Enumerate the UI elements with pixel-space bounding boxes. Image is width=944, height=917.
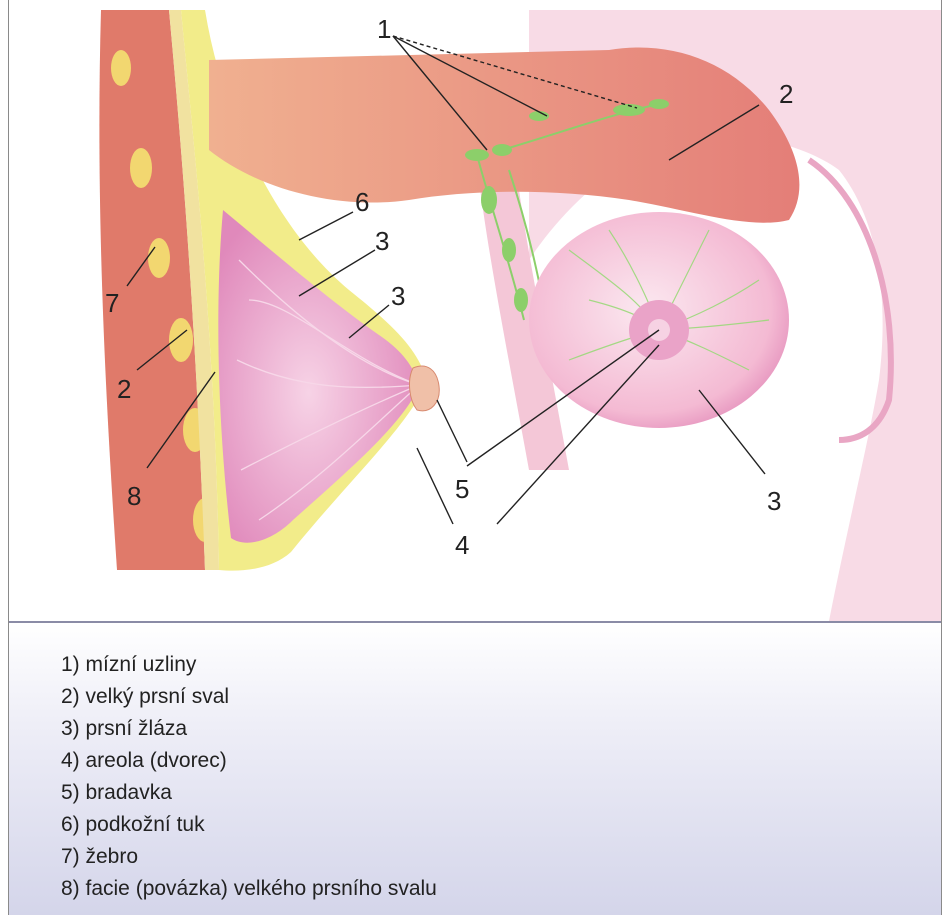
rib — [148, 238, 170, 278]
callout-5: 5 — [455, 474, 469, 504]
anatomy-svg: 1 2 6 3 3 7 2 8 5 4 3 — [9, 0, 942, 621]
callout-3-right: 3 — [767, 486, 781, 516]
legend-item-nipple: 5) bradavka — [61, 777, 437, 809]
diagram-frame: 1 2 6 3 3 7 2 8 5 4 3 1) mízní uzliny 2)… — [8, 0, 942, 915]
callout-8: 8 — [127, 481, 141, 511]
callout-2-left: 2 — [117, 374, 131, 404]
rib — [130, 148, 152, 188]
callout-3-upper: 3 — [375, 226, 389, 256]
callout-4: 4 — [455, 530, 469, 560]
rib — [169, 318, 193, 362]
callout-6: 6 — [355, 187, 369, 217]
legend-list: 1) mízní uzliny 2) velký prsní sval 3) p… — [61, 649, 437, 905]
nipple-section — [410, 366, 440, 411]
legend-item-mammary-gland: 3) prsní žláza — [61, 713, 437, 745]
callout-3-middle: 3 — [391, 281, 405, 311]
mammary-gland-section — [218, 210, 419, 543]
legend-item-areola: 4) areola (dvorec) — [61, 745, 437, 777]
callout-1: 1 — [377, 14, 391, 44]
callout-7: 7 — [105, 288, 119, 318]
legend-item-rib: 7) žebro — [61, 841, 437, 873]
legend-item-lymph-nodes: 1) mízní uzliny — [61, 649, 437, 681]
legend-item-subcutaneous-fat: 6) podkožní tuk — [61, 809, 437, 841]
legend-item-fascia: 8) facie (povázka) velkého prsního svalu — [61, 873, 437, 905]
callout-2-right: 2 — [779, 79, 793, 109]
legend-panel: 1) mízní uzliny 2) velký prsní sval 3) p… — [9, 621, 942, 915]
rib — [111, 50, 131, 86]
breast-anatomy-illustration: 1 2 6 3 3 7 2 8 5 4 3 — [9, 0, 942, 621]
legend-item-pectoralis: 2) velký prsní sval — [61, 681, 437, 713]
